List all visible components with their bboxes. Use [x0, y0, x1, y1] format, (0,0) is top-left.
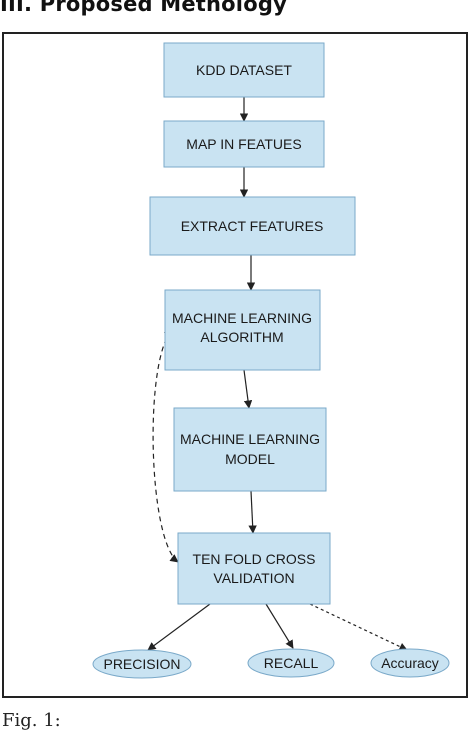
node-tfcv-label-line1: TEN FOLD CROSS [193, 551, 316, 567]
figure-caption: Fig. 1: [2, 710, 61, 731]
edge-tfcv-to-accuracy [309, 603, 408, 651]
node-map-in-features-label: MAP IN FEATUES [186, 136, 301, 152]
node-extract-features-label: EXTRACT FEATURES [181, 218, 324, 234]
node-kdd-dataset: KDD DATASET [163, 42, 325, 98]
figure-frame [2, 32, 468, 698]
node-ml-algorithm-label-line2: ALGORITHM [200, 329, 283, 345]
edge-tfcv-to-recall [265, 603, 294, 649]
node-tfcv-label-line2: VALIDATION [213, 570, 294, 586]
edge-mla-to-mlm [243, 369, 253, 409]
edge-tfcv-mla-loop [152, 329, 179, 563]
node-precision-label: PRECISION [103, 656, 180, 672]
edges [147, 97, 408, 651]
node-precision: PRECISION [92, 649, 192, 679]
node-recall-label: RECALL [264, 655, 319, 671]
node-ml-model: MACHINE LEARNING MODEL [173, 407, 327, 492]
node-ml-model-label-line1: MACHINE LEARNING [180, 431, 320, 447]
node-map-in-features: MAP IN FEATUES [163, 120, 325, 168]
edge-mlm-to-tfcv [248, 490, 257, 534]
node-ml-algorithm-label-line1: MACHINE LEARNING [172, 310, 312, 326]
node-ten-fold-cross-validation: TEN FOLD CROSS VALIDATION [177, 532, 331, 605]
node-kdd-dataset-label: KDD DATASET [196, 62, 292, 78]
node-recall: RECALL [247, 648, 335, 678]
node-ml-algorithm: MACHINE LEARNING ALGORITHM [164, 289, 321, 371]
node-accuracy: Accuracy [370, 648, 450, 678]
node-ml-model-label-line2: MODEL [225, 451, 275, 467]
edge-tfcv-to-precision [147, 603, 211, 651]
node-accuracy-label: Accuracy [381, 655, 439, 671]
section-heading: III. Proposed Methology [0, 0, 287, 16]
node-extract-features: EXTRACT FEATURES [149, 196, 356, 256]
